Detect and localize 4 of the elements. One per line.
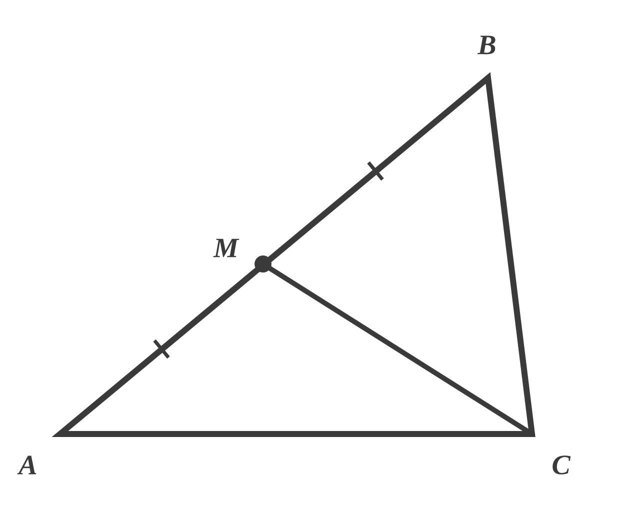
- point-label: A: [17, 456, 36, 474]
- point-label: B: [477, 36, 496, 54]
- point-label: C: [552, 456, 571, 474]
- point-label: M: [213, 238, 240, 258]
